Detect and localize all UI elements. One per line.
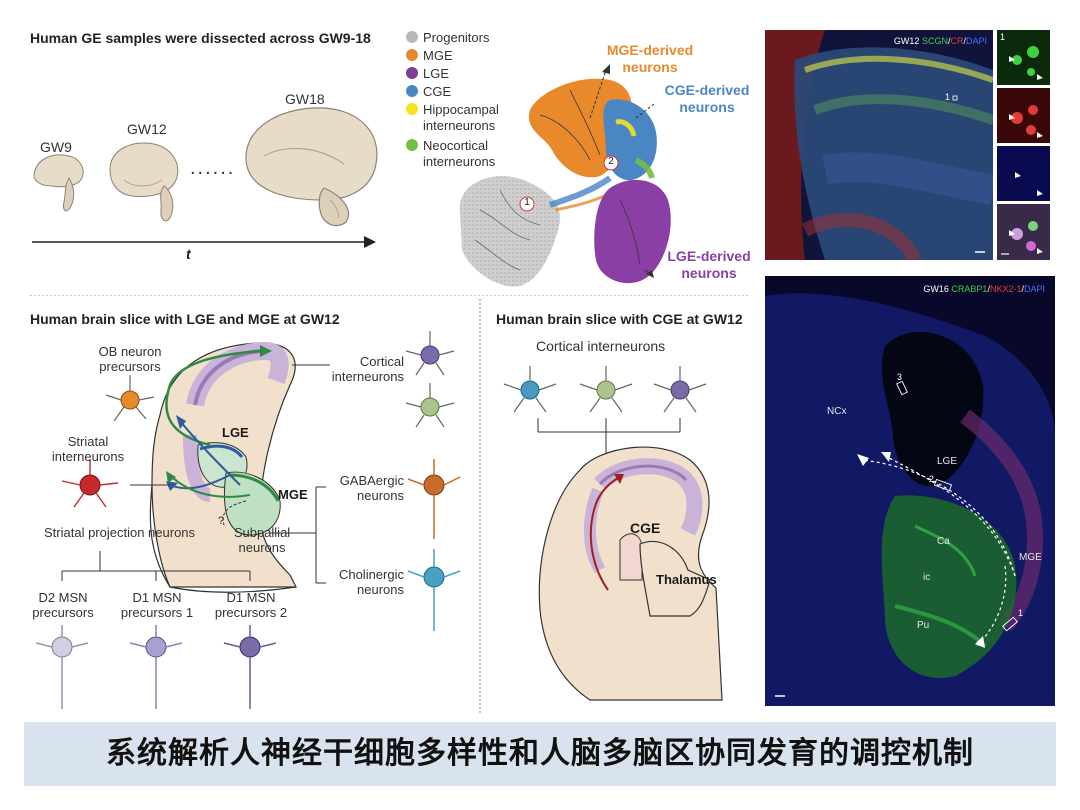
legend-item-mge: MGE [406, 46, 516, 64]
umap-marker-1 [519, 196, 535, 212]
micro-bottom-striatum [881, 495, 1017, 678]
micro-bottom-stain-legend: GW16 CRABP1/NKX2-1/DAPI [923, 284, 1045, 294]
micro-top-inset-box [952, 95, 958, 101]
umap-marker-2 [603, 155, 619, 171]
cge-cortical-label: Cortical interneurons [536, 338, 666, 354]
box-1-label: 1 [1018, 608, 1024, 618]
micro-bottom-image: GW16 CRABP1/NKX2-1/DAPI NCx LGE MGE Ca i… [765, 276, 1055, 706]
umap-marker-2-label: 2 [608, 156, 614, 167]
inset-green-channel: 1 [997, 30, 1050, 85]
brain-gw18-icon [245, 107, 378, 227]
banner-text: 系统解析人神经干细胞多样性和人脑多脑区协同发育的调控机制 [106, 736, 974, 771]
inset-red-channel [997, 88, 1050, 143]
gabaergic-neuron-icon [407, 459, 461, 539]
uncertain-origin-marker: ? [218, 515, 225, 527]
legend-item-neocortical: Neocortical [406, 136, 516, 154]
panel-dividers [30, 295, 748, 713]
stage-gw18-label: GW18 [285, 91, 325, 107]
micro-top-inset-marker: 1 [945, 92, 951, 102]
legend-item-cge: CGE [406, 82, 516, 100]
brain-gw12-icon [109, 142, 179, 222]
region-ca-label: Ca [937, 536, 950, 547]
region-ic-label: ic [923, 572, 931, 583]
striatal-interneuron-icon [61, 459, 119, 508]
timeline-axis-label: t [186, 246, 191, 262]
region-pu-label: Pu [917, 620, 930, 631]
title-banner: 系统解析人神经干细胞多样性和人脑多脑区协同发育的调控机制 [24, 722, 1056, 786]
micro-top-main-image: GW12 SCGN/CR/DAPI 1 [765, 30, 993, 260]
cluster-legend: Progenitors MGE LGE CGE Hippocampal inte… [406, 28, 516, 172]
stage-gw9-label: GW9 [40, 139, 72, 155]
umap-plot [459, 64, 671, 287]
cge-interneuron-icon-3 [653, 366, 707, 413]
panel-d-title: Human brain slice with CGE at GW12 [496, 311, 743, 327]
inset-label: 1 [1000, 32, 1006, 42]
striatal-projection-label: Striatal projection neurons [44, 525, 196, 540]
legend-item-lge: LGE [406, 64, 516, 82]
legend-item-neocortical-line2: interneurons [423, 154, 496, 169]
cortical-interneuron-icon-1 [405, 331, 455, 376]
micro-bottom-box-3 [896, 380, 908, 396]
umap-marker-1-label: 1 [524, 197, 530, 208]
box-2-label: 2 [929, 474, 935, 484]
lge-mge-diagram [35, 331, 461, 709]
brain-gw9-icon [33, 154, 84, 212]
micro-bottom-box-2 [933, 478, 953, 492]
timeline-dots: ...... [190, 157, 236, 179]
ob-neuron-icon [105, 375, 155, 422]
inset-blue-channel [997, 146, 1050, 201]
cortical-interneuron-icon-2 [405, 383, 455, 428]
inset-merge-channel [997, 204, 1050, 260]
legend-item-progenitors: Progenitors [406, 28, 516, 46]
lge-label: LGE [222, 425, 249, 440]
cge-diagram [503, 366, 723, 701]
region-lge-label: LGE [937, 456, 958, 467]
thalamus-label: Thalamus [656, 572, 717, 587]
fetal-brain-illustrations [32, 107, 378, 248]
box-3-label: 3 [897, 372, 903, 382]
d2-msn-icon [35, 625, 89, 709]
d1-msn-1-icon [129, 625, 183, 709]
cholinergic-neuron-icon [407, 549, 461, 631]
region-mge-label: MGE [1019, 552, 1042, 563]
region-ncx-label: NCx [827, 406, 847, 417]
legend-item-hippocampal: Hippocampal [406, 100, 516, 118]
cge-interneuron-icon-2 [579, 366, 633, 413]
stage-gw12-label: GW12 [127, 121, 167, 137]
micro-bottom-box-1 [1002, 616, 1018, 632]
panel-a-title: Human GE samples were dissected across G… [30, 30, 371, 46]
micro-top-stain-legend: GW12 SCGN/CR/DAPI [893, 36, 987, 46]
micro-bottom-ventricle [881, 331, 984, 487]
panel-c-title: Human brain slice with LGE and MGE at GW… [30, 311, 340, 327]
cge-label: CGE [630, 520, 661, 536]
legend-item-hippocampal-line2: interneurons [423, 118, 496, 133]
mge-label: MGE [278, 487, 308, 502]
cge-interneuron-icon-1 [503, 366, 557, 413]
d1-msn-2-icon [223, 625, 277, 709]
